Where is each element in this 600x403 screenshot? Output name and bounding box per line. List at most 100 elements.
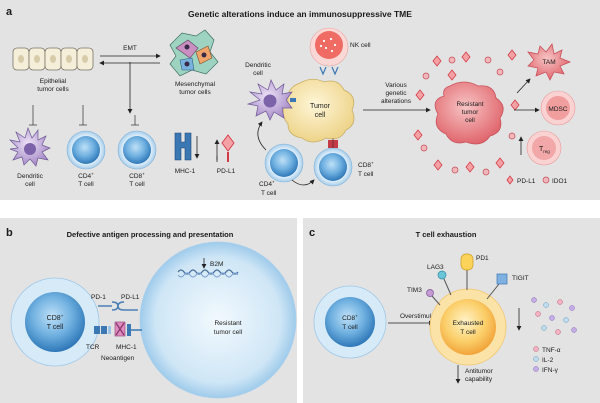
cd8-label-c-2: T cell: [342, 324, 358, 331]
antitumor-label-2: capability: [465, 376, 493, 383]
pd1-label-b: PD-1: [91, 294, 106, 301]
legend: PD-L1 IDO1: [506, 175, 568, 185]
dendritic-label-left-2: cell: [25, 181, 35, 188]
antitumor-label-1: Antitumor: [465, 368, 494, 375]
tcr-mhc1-complex: [94, 321, 142, 337]
cd8-label-left-2: T cell: [129, 181, 145, 188]
cd4-t-cell-left: [66, 130, 106, 170]
cd8-label-mid-2: T cell: [358, 171, 374, 178]
tumor-cell-label-2: cell: [315, 112, 326, 119]
tumor-cell-label-1: Tumor: [310, 103, 331, 110]
pdl1-label-left: PD-L1: [217, 168, 236, 175]
tam-label: TAM: [542, 59, 555, 66]
cd8-label-b: CD8+: [47, 314, 64, 323]
mhc1-label-left: MHC-1: [175, 168, 196, 175]
panel-b-title: Defective antigen processing and present…: [67, 230, 234, 239]
pd1-label-c: PD1: [476, 255, 489, 262]
lag3-receptor: [437, 270, 452, 296]
mesenchymal-tumor-cells: [169, 29, 219, 77]
cd4-to-dendritic-arrow: [257, 121, 267, 151]
b2m-label: B2M: [210, 261, 223, 268]
mdsc-cell: [540, 90, 576, 126]
ido1-markers: [420, 56, 516, 176]
pd1-receptor: [460, 253, 474, 290]
exhausted-label-2: T cell: [460, 329, 476, 336]
cd8-label-left: CD8+: [129, 172, 145, 181]
various-label-3: alterations: [381, 98, 412, 105]
il2-label: IL-2: [542, 357, 554, 364]
pdl1-label-b: PD-L1: [121, 294, 140, 301]
legend-ido1-label: IDO1: [552, 178, 568, 185]
resistant-tumor-cell-a: [434, 81, 504, 145]
panel-c-letter: c: [309, 227, 315, 239]
epithelial-label-2: tumor cells: [37, 86, 69, 93]
legend-ido1-icon: [542, 176, 550, 184]
tim3-receptor: [426, 289, 441, 306]
panel-c-title: T cell exhaustion: [416, 230, 477, 239]
cd4-to-cd8-arrow: [291, 179, 315, 186]
cd8-t-cell-b: [10, 277, 100, 367]
resistant-label-a-2: tumor: [462, 109, 479, 116]
various-label-1: Various: [385, 82, 407, 89]
mdsc-label: MDSC: [548, 106, 567, 113]
resistant-label-a-3: cell: [465, 117, 475, 124]
cytokine-legend: TNF-α IL-2 IFN-γ: [533, 346, 561, 374]
resistant-label-b-1: Resistant: [214, 320, 241, 327]
cytokine-dots: [531, 297, 577, 335]
nk-cell: [309, 27, 349, 76]
mhc1-label-b: MHC-1: [116, 344, 137, 351]
resistant-label-b-2: tumor cell: [214, 329, 243, 336]
emt-label: EMT: [123, 45, 137, 52]
tnf-icon: [533, 346, 539, 352]
mhc1-icon: [174, 132, 200, 161]
cd8-t-cell-left: [117, 130, 157, 170]
cd4-label-left: CD4+: [78, 172, 94, 181]
exhausted-label-1: Exhausted: [453, 320, 484, 327]
treg-cell: [526, 130, 562, 166]
tigit-label: TIGIT: [512, 275, 529, 282]
dendritic-cell-left: [8, 126, 51, 167]
legend-pdl1-label: PD-L1: [517, 178, 536, 185]
cd8-t-cell-c: [313, 285, 387, 359]
overstimulation-label: Overstimulation: [400, 313, 446, 320]
tnf-label: TNF-α: [542, 347, 561, 354]
tim3-label: TIM3: [407, 287, 422, 294]
exhausted-t-cell: [429, 288, 507, 366]
panel-a-letter: a: [6, 6, 13, 18]
dendritic-label-mid-2: cell: [253, 70, 263, 77]
cd4-label-left-2: T cell: [78, 181, 94, 188]
tcr-label: TCR: [86, 344, 100, 351]
mesenchymal-label-1: Mesenchymal: [175, 81, 216, 88]
tigit-receptor: [486, 273, 508, 300]
lag3-label: LAG3: [427, 264, 444, 271]
various-label-2: genetic: [386, 90, 408, 97]
cd8-t-cell-middle: [313, 138, 353, 187]
cd4-label-mid-2: T cell: [261, 190, 277, 197]
inhibition-lines: [29, 105, 139, 126]
mesenchymal-label-2: tumor cells: [179, 89, 211, 96]
pdl1-icon: [214, 134, 235, 162]
dendritic-cell-middle: [246, 79, 296, 121]
cd8-label-c: CD8+: [342, 314, 358, 323]
pdl1-markers: [413, 49, 520, 173]
ifn-icon: [533, 366, 539, 372]
tam-cell: [527, 43, 572, 81]
il2-icon: [533, 356, 539, 362]
cd4-t-cell-middle: [264, 143, 304, 183]
legend-pdl1-icon: [506, 175, 514, 185]
resistant-tumor-cell-b: [139, 241, 297, 399]
dendritic-label-mid-1: Dendritic: [245, 62, 271, 69]
treg-label: Treg: [539, 146, 550, 154]
epithelial-label-1: Epithelial: [40, 78, 67, 85]
nk-cell-label: NK cell: [350, 42, 371, 49]
panel-a-title: Genetic alterations induce an immunosupp…: [188, 9, 412, 19]
dendritic-label-left-1: Dendritic: [17, 173, 43, 180]
ifn-label: IFN-γ: [542, 367, 559, 374]
cd4-label-mid: CD4+: [259, 180, 275, 189]
tumor-cell-middle: [282, 78, 355, 143]
resistant-label-a-1: Resistant: [456, 101, 483, 108]
neoantigen-label: Neoantigen: [101, 355, 135, 362]
tam-arrow: [516, 78, 531, 94]
pd1-pdl1-complex: [98, 301, 138, 311]
